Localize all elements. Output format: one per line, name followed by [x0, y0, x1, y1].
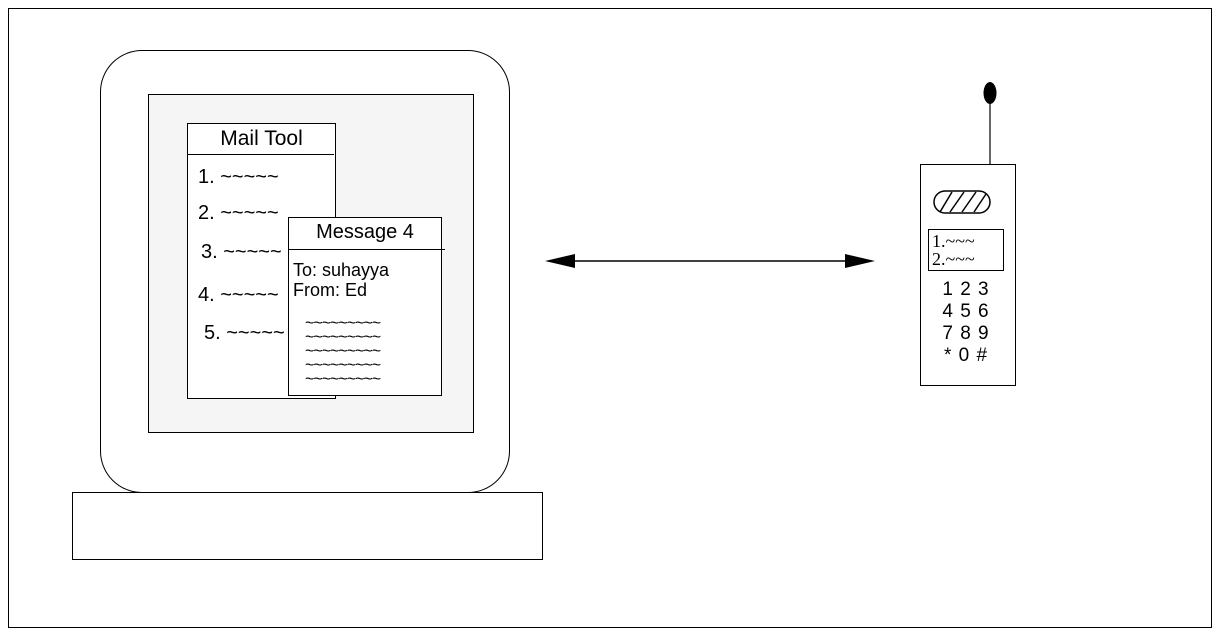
- phone-display-line: 1.~~~: [932, 231, 975, 251]
- keypad-row: 1 2 3: [942, 279, 990, 300]
- message-title: Message 4: [316, 221, 414, 243]
- mail-tool-title-rule: [188, 154, 334, 155]
- message-body-line: ~~~~~~~~~: [305, 343, 381, 360]
- message-body-line: ~~~~~~~~~: [305, 315, 381, 332]
- mail-tool-title: Mail Tool: [220, 127, 303, 150]
- phone-display-line: 2.~~~: [932, 249, 975, 269]
- phone-antenna: [983, 82, 997, 165]
- mail-list-item: 3. ~~~~~: [201, 241, 282, 263]
- phone-display: 1.~~~ 2.~~~: [928, 229, 1004, 271]
- mail-list-item: 1. ~~~~~: [198, 166, 279, 188]
- message-window: Message 4 To: suhayya From: Ed ~~~~~~~~~…: [288, 217, 445, 396]
- message-from: From: Ed: [293, 280, 368, 300]
- antenna-tip: [983, 82, 997, 104]
- arrow-head-right: [845, 254, 875, 268]
- mail-list-item: 4. ~~~~~: [198, 284, 279, 306]
- message-body-line: ~~~~~~~~~: [305, 329, 381, 346]
- keypad-row: * 0 #: [943, 345, 989, 366]
- message-body-line: ~~~~~~~~~: [305, 371, 381, 388]
- keypad-row: 4 5 6: [942, 301, 990, 322]
- bidirectional-arrow: [545, 254, 875, 268]
- computer-base: [72, 492, 543, 560]
- mail-list-item: 5. ~~~~~: [204, 322, 285, 344]
- phone-earpiece-icon: [933, 190, 991, 214]
- keypad-row: 7 8 9: [942, 323, 990, 344]
- mail-list-item: 2. ~~~~~: [198, 202, 279, 224]
- message-to: To: suhayya: [293, 260, 390, 280]
- message-body-line: ~~~~~~~~~: [305, 357, 381, 374]
- message-title-rule: [289, 249, 445, 250]
- arrow-head-left: [545, 254, 575, 268]
